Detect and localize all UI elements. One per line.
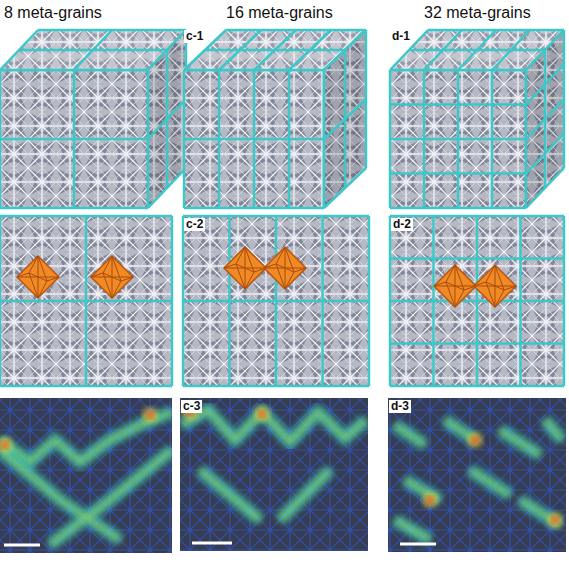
scale-bar: [4, 544, 40, 547]
column-title: 16 meta-grains: [226, 4, 333, 22]
cross-section: [183, 216, 369, 386]
scale-bar: [192, 542, 232, 545]
strain-map: [0, 398, 172, 553]
scale-bar: [400, 543, 436, 546]
cross-section: [390, 216, 564, 386]
octahedron: [264, 247, 306, 289]
octahedron: [474, 265, 516, 307]
cube: [0, 30, 186, 208]
strain-map: [180, 398, 368, 551]
octahedron: [434, 265, 476, 307]
octahedron: [17, 256, 59, 298]
cross-section: [0, 216, 172, 386]
panel-label: c-1: [184, 30, 205, 43]
panel-label: d-3: [389, 400, 411, 413]
octahedron: [91, 256, 133, 298]
octahedron: [224, 247, 266, 289]
panel-label: c-3: [181, 400, 202, 413]
column-title: 32 meta-grains: [424, 4, 531, 22]
panel-label: c-2: [184, 218, 205, 231]
panel-label: d-1: [390, 30, 412, 43]
cube: [390, 30, 564, 208]
panel-label: d-2: [391, 218, 413, 231]
strain-map: [388, 398, 566, 552]
column-title: 8 meta-grains: [4, 4, 102, 22]
cube: [184, 30, 366, 208]
